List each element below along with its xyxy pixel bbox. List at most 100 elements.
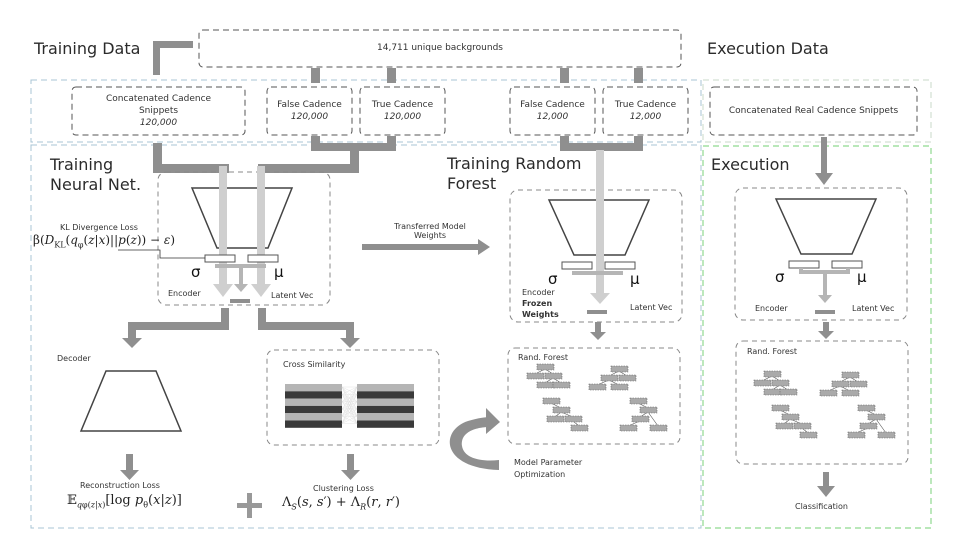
rf-down-arrow: [590, 322, 606, 340]
tree-node: [546, 415, 565, 423]
tree-node: [779, 388, 798, 396]
true-rf-label: True Cadence: [614, 100, 677, 110]
encoder-label-rf-text: Encoder: [522, 288, 555, 297]
sigma-symbol-rf: σ: [548, 270, 558, 288]
concat-count: 120,000: [139, 118, 178, 128]
tree-node: [629, 397, 648, 405]
transferred-weights-label: Transferred Model Weights: [380, 222, 480, 240]
stripe-left: [285, 413, 342, 421]
similarity-link: [341, 394, 358, 424]
true-cadence-rf-label: True Cadence 12,000: [603, 99, 688, 123]
tree-node: [552, 406, 571, 414]
true-train-count: 120,000: [383, 112, 422, 122]
false-cadence-train-box: [266, 86, 353, 136]
train-connectors: [153, 136, 643, 173]
encoder-trapezoid-train: [190, 187, 294, 249]
false-train-count: 120,000: [290, 112, 329, 122]
training-rf-title-line1: Training Random: [447, 154, 582, 173]
rand-forest-box-train: [507, 347, 681, 445]
tree-node: [763, 370, 782, 378]
training-rf-title: Training Random Forest: [447, 154, 581, 194]
sigma-symbol-train: σ: [191, 263, 201, 281]
encoder-box-train: [157, 171, 331, 306]
tree-node: [771, 379, 790, 387]
backgrounds-box: [198, 29, 682, 68]
tree-node: [841, 371, 860, 379]
tree-node: [564, 415, 583, 423]
classification-label: Classification: [795, 502, 848, 511]
tree-node: [631, 415, 650, 423]
similarity-link: [341, 416, 358, 424]
cluster-loss-formula: ΛS(s, s′) + ΛR(r, r′): [282, 495, 400, 512]
true-train-label: True Cadence: [371, 100, 434, 110]
mu-bar-rf: [604, 261, 636, 270]
cross-similarity-label: Cross Similarity: [283, 360, 346, 369]
execution-input-arrow: [815, 137, 833, 185]
false-rf-count: 12,000: [536, 112, 569, 122]
kl-loss-label: KL Divergence Loss: [60, 223, 138, 232]
tree-node: [753, 379, 772, 387]
cross-similarity-box: [266, 349, 440, 446]
tree-node: [610, 365, 629, 373]
exec-down-arrow-1: [818, 322, 834, 339]
execution-data-region: [702, 79, 932, 143]
similarity-link: [341, 386, 358, 395]
training-nn-title-line2: Neural Net.: [50, 175, 142, 194]
latent-branch-arrows: [122, 308, 360, 348]
stripe-left: [285, 420, 342, 428]
kl-loss-formula: β(DKL(qφ(z|x)||p(z)) − ε): [33, 233, 176, 250]
false-rf-label: False Cadence: [520, 100, 585, 110]
stripe-right: [357, 405, 414, 414]
sampling-arrow-rf: [572, 271, 623, 275]
tree-node: [781, 413, 800, 421]
training-nn-title-line1: Training: [50, 155, 114, 174]
mu-symbol-rf: μ: [630, 270, 640, 288]
tree-node: [831, 380, 850, 388]
cluster-loss-label: Clustering Loss: [313, 484, 374, 493]
rand-forest-label-exec: Rand. Forest: [747, 347, 798, 356]
similarity-link: [341, 401, 358, 424]
tree-node: [552, 381, 571, 389]
concat-snippets-box: [71, 86, 246, 136]
similarity-link: [341, 386, 358, 417]
true-cadence-train-label: True Cadence 120,000: [360, 99, 445, 123]
stripe-right: [357, 384, 414, 392]
tree-node: [639, 406, 658, 414]
recon-loss-label: Reconstruction Loss: [80, 481, 160, 490]
execution-title: Execution: [711, 155, 790, 174]
transferred-line2: Weights: [413, 231, 447, 240]
latent-vec-bar-rf: [587, 310, 607, 314]
tree-node: [618, 374, 637, 382]
cross-similarity-stripes: [285, 384, 414, 428]
tree-node: [570, 424, 589, 432]
encoder-label-exec: Encoder: [755, 304, 788, 313]
tree-node: [649, 424, 668, 432]
false-train-label: False Cadence: [277, 100, 342, 110]
tree-node: [544, 372, 563, 380]
training-data-title: Training Data: [34, 39, 141, 58]
tree-node: [542, 397, 561, 405]
rand-forest-label-train: Rand. Forest: [518, 353, 569, 362]
mpo-line2: Optimization: [514, 470, 566, 479]
tree-node: [877, 431, 896, 439]
false-cadence-rf-label: False Cadence 12,000: [510, 99, 595, 123]
recon-loss-formula: 𝔼qφ(z|x)[log pθ(x|z)]: [67, 493, 182, 510]
concat-snippets-label: Concatenated Cadence Snippets 120,000: [72, 93, 245, 129]
latent-label-train: Latent Vec: [271, 291, 314, 300]
similarity-link: [341, 386, 358, 402]
tree-node: [867, 413, 886, 421]
loss-arrows: [120, 454, 360, 480]
stripe-right: [357, 420, 414, 428]
tree-node: [536, 363, 555, 371]
tree-node: [600, 374, 619, 382]
decoder-trapezoid: [79, 370, 183, 432]
sigma-bar-rf: [561, 261, 593, 270]
optimization-curved-arrow: [449, 408, 500, 470]
forest-trees-train: [526, 363, 668, 432]
latent-label-rf: Latent Vec: [630, 303, 673, 312]
real-snippets-label: Concatenated Real Cadence Snippets: [728, 106, 899, 116]
stripe-left: [285, 391, 342, 399]
false-cadence-rf-box: [509, 86, 596, 136]
tree-node: [847, 431, 866, 439]
